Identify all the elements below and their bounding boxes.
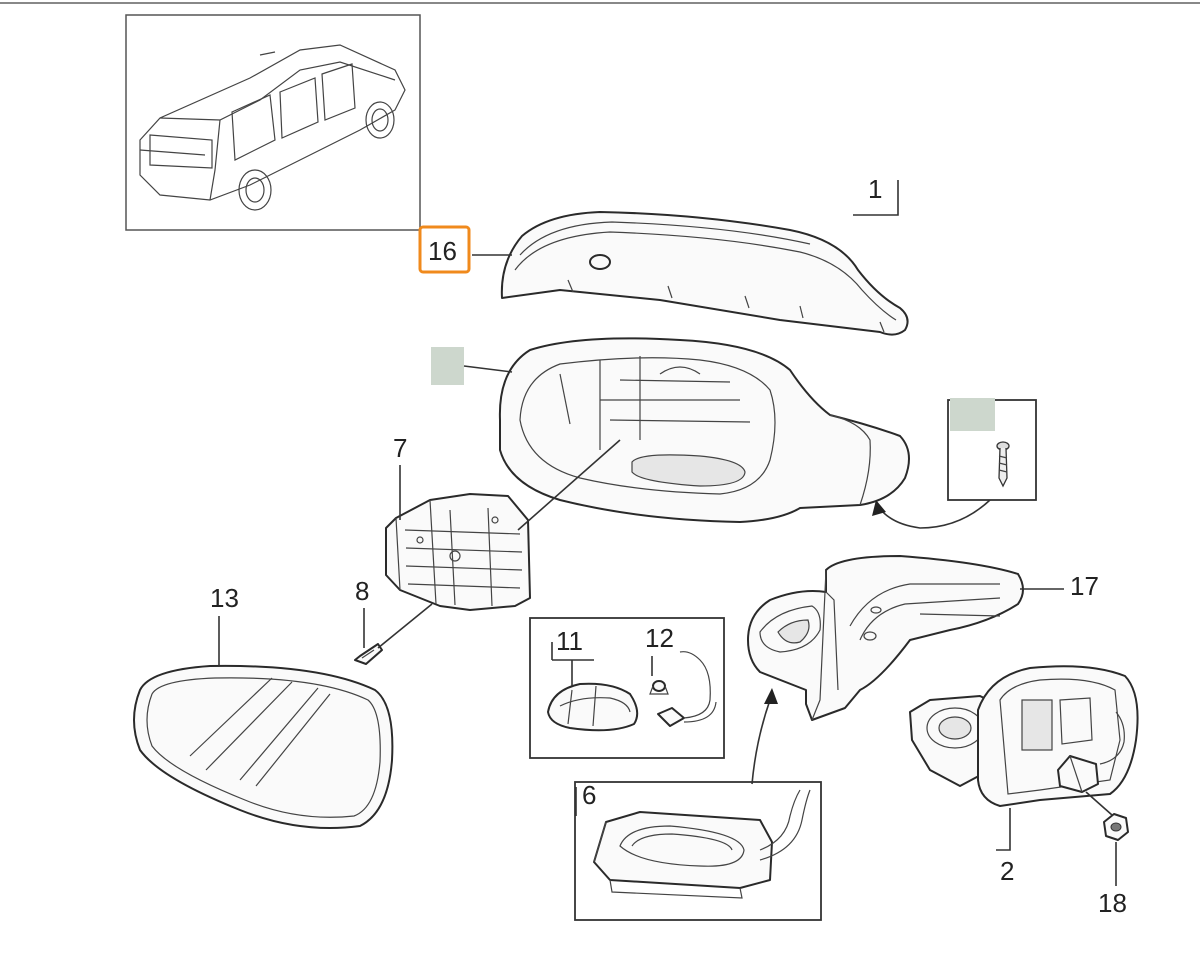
part-6-inset (574, 781, 822, 921)
callout-1: 1 (853, 174, 899, 216)
part-8-screw (354, 643, 383, 665)
part-18-nut (1103, 813, 1129, 841)
leader-actuator-to-housing (517, 439, 621, 531)
screw-inset (947, 398, 1037, 501)
callout-16-highlight-box (418, 225, 471, 274)
label-13: 13 (210, 583, 239, 613)
label-18: 18 (1098, 888, 1127, 918)
callout-17: 17 (1020, 571, 1099, 601)
part-2-fold-motor (909, 665, 1139, 807)
callout-7: 7 (393, 433, 407, 520)
label-1: 1 (868, 174, 882, 204)
callout-2: 2 (996, 808, 1014, 886)
placeholder-label-housing (431, 347, 464, 385)
callout-12: 12 (645, 623, 674, 676)
bracket-to-base-arrow (751, 688, 778, 785)
lamp-inset (529, 617, 725, 759)
part-17-mirror-base (747, 555, 1024, 721)
label-6: 6 (582, 780, 596, 810)
lamp-connector (657, 651, 717, 727)
part-11-lamp-housing (547, 682, 639, 732)
label-12: 12 (645, 623, 674, 653)
part-6-lamp-bracket (593, 789, 811, 899)
mirror-housing (498, 337, 910, 523)
callout-8: 8 (355, 576, 369, 648)
label-11: 11 (556, 626, 583, 656)
leader-screw-to-actuator (377, 603, 433, 649)
part-12-bulb (649, 680, 669, 695)
callout-16: 16 (418, 225, 512, 274)
label-2: 2 (1000, 856, 1014, 886)
label-7: 7 (393, 433, 407, 463)
label-17: 17 (1070, 571, 1099, 601)
part-16-mirror-cover (500, 211, 909, 336)
leader-nut-to-motor (1085, 791, 1113, 816)
callout-18: 18 (1098, 842, 1127, 918)
callout-13: 13 (210, 583, 239, 666)
label-8: 8 (355, 576, 369, 606)
callout-housing (431, 347, 513, 385)
callout-11: 11 (551, 626, 594, 686)
screw-to-housing-arrow (872, 499, 991, 529)
placeholder-label-screw (950, 398, 995, 431)
label-16: 16 (428, 236, 457, 266)
screw-icon (996, 441, 1010, 488)
part-13-mirror-glass (133, 664, 394, 829)
part-7-actuator (385, 493, 531, 611)
station-wagon-drawing (139, 44, 406, 211)
vehicle-thumbnail (125, 14, 421, 231)
callout-6: 6 (575, 780, 596, 816)
